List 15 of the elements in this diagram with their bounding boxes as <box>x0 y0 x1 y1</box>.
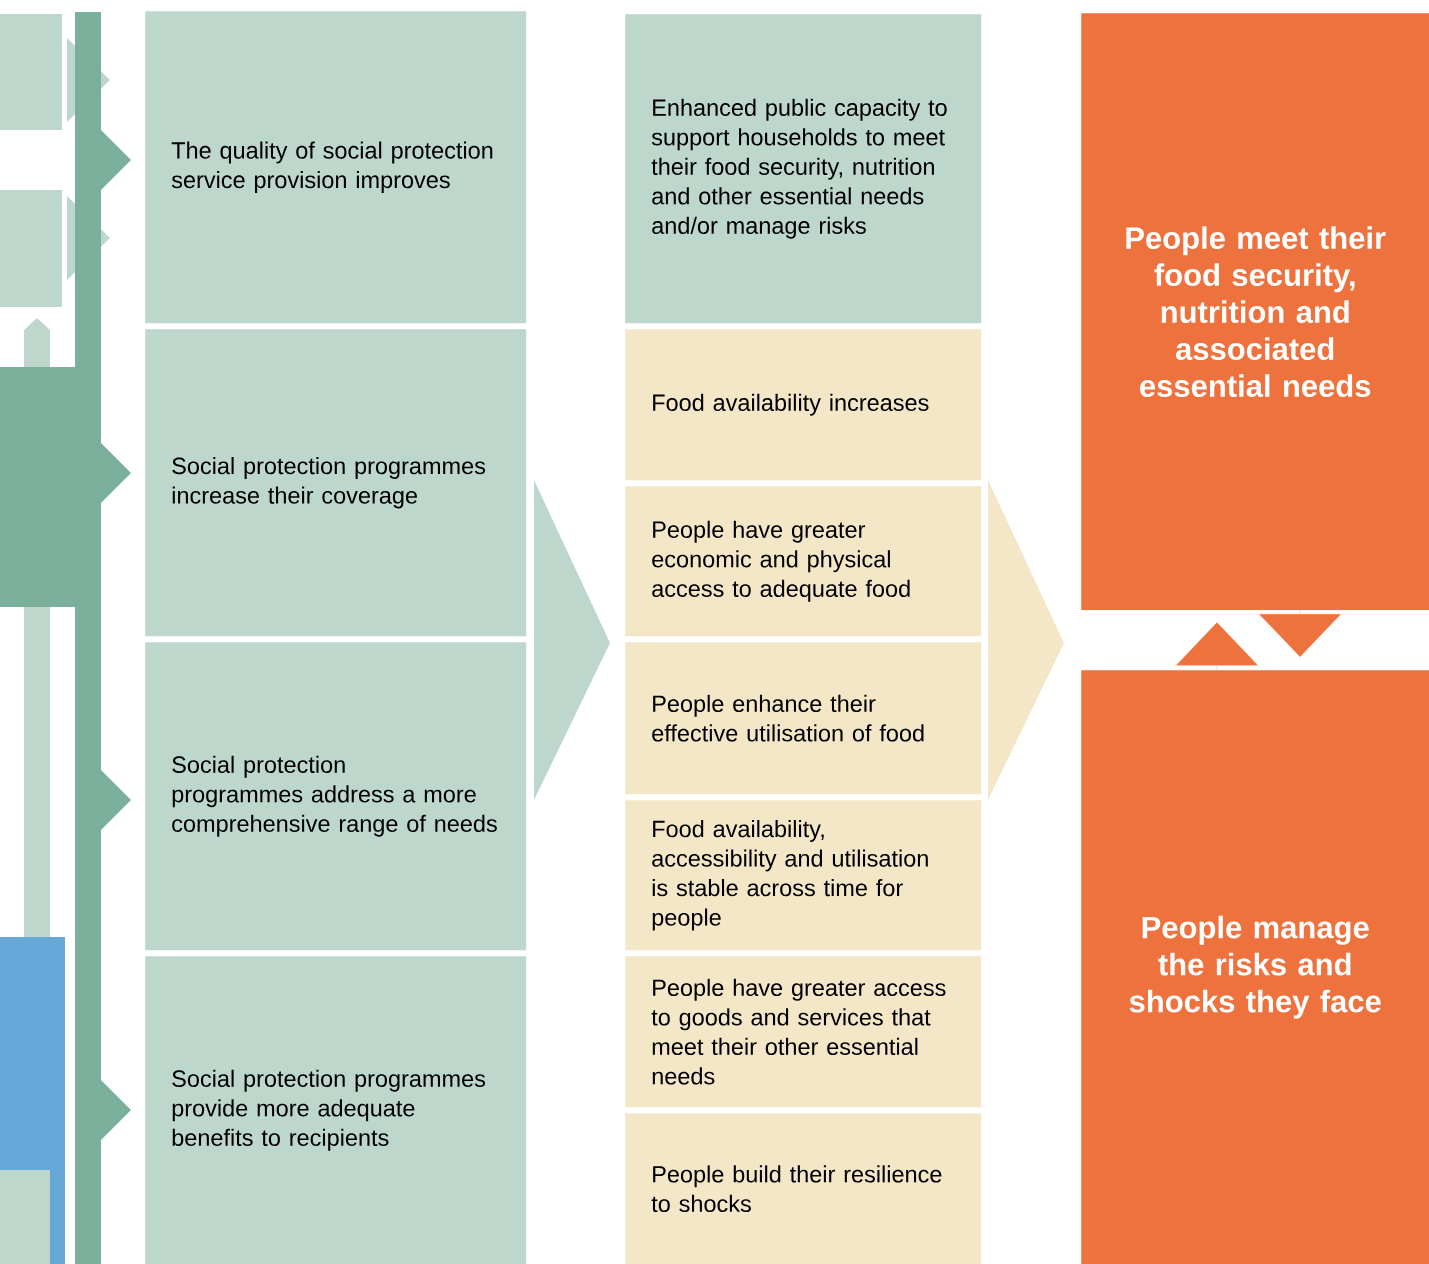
text-box: People enhance their effective utilisation of food <box>625 642 982 795</box>
outcome-box: People meet their food security, nutrition and associated essential needs <box>1081 13 1429 611</box>
text-box: Social protection programmes provide more adequate benefits to recipients <box>145 956 527 1264</box>
text-box: Food availability increases <box>625 329 982 481</box>
arrow <box>1259 610 1341 657</box>
outcome-box: People manage the risks and shocks they face <box>1081 670 1429 1264</box>
text-box: The quality of social protection service provision improves <box>145 11 527 324</box>
text-box: Social protection programmes address a more comprehensive range of needs <box>145 642 527 951</box>
text-box: People have greater access to goods and services that meet their other essential needs <box>625 956 982 1108</box>
text-box: People build their resilience to shocks <box>625 1113 982 1264</box>
text-box: Social protection programmes increase their coverage <box>145 329 527 637</box>
text-box: People have greater economic and physical access to adequate food <box>625 486 982 637</box>
text-box: Food availability, accessibility and utilisation is stable across time for people <box>625 800 982 951</box>
text-box: Enhanced public capacity to support households to meet their food security, nutrition and other essential needs and/or manage risks <box>625 14 982 324</box>
arrow <box>1176 622 1258 671</box>
